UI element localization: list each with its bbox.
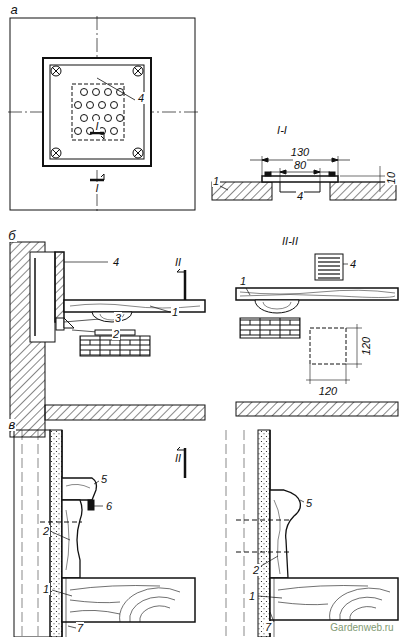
panel-letter: б	[7, 230, 16, 242]
callout-label: 2	[252, 564, 260, 576]
callout-label: 1	[42, 583, 50, 595]
callout-label: II	[174, 256, 182, 268]
callout-label: 2	[42, 525, 50, 537]
callout-label: 1	[212, 175, 220, 187]
callout-label: 5	[100, 473, 108, 485]
callout-label: I	[94, 182, 99, 194]
callout-label: 1	[248, 590, 256, 602]
callout-label: 6	[105, 500, 113, 512]
callout-label: 10	[385, 171, 397, 185]
callout-label: 3	[114, 312, 122, 324]
callout-label: 120	[318, 385, 338, 397]
callout-label: 7	[76, 622, 84, 634]
callout-label: 1	[171, 306, 179, 318]
panel-letter: а	[9, 4, 18, 16]
callout-label: II-II	[281, 235, 299, 247]
callout-label: 4	[137, 92, 145, 104]
callout-label: 4	[349, 258, 357, 270]
callout-label: 2	[112, 328, 120, 340]
callout-label: I	[94, 120, 99, 132]
callout-label: I-I	[276, 124, 288, 136]
callout-label: 7	[264, 621, 272, 633]
callout-label: 1	[239, 275, 247, 287]
callout-label: 4	[112, 256, 120, 268]
callout-label: II	[174, 452, 182, 464]
panel-letter: в	[8, 419, 17, 431]
callout-label: 4	[296, 190, 304, 202]
callout-label: 120	[360, 336, 372, 356]
callout-label: 80	[293, 159, 307, 171]
callout-label: 130	[290, 146, 310, 158]
watermark: Gardenweb.ru	[329, 622, 394, 634]
callout-label: 5	[305, 497, 313, 509]
